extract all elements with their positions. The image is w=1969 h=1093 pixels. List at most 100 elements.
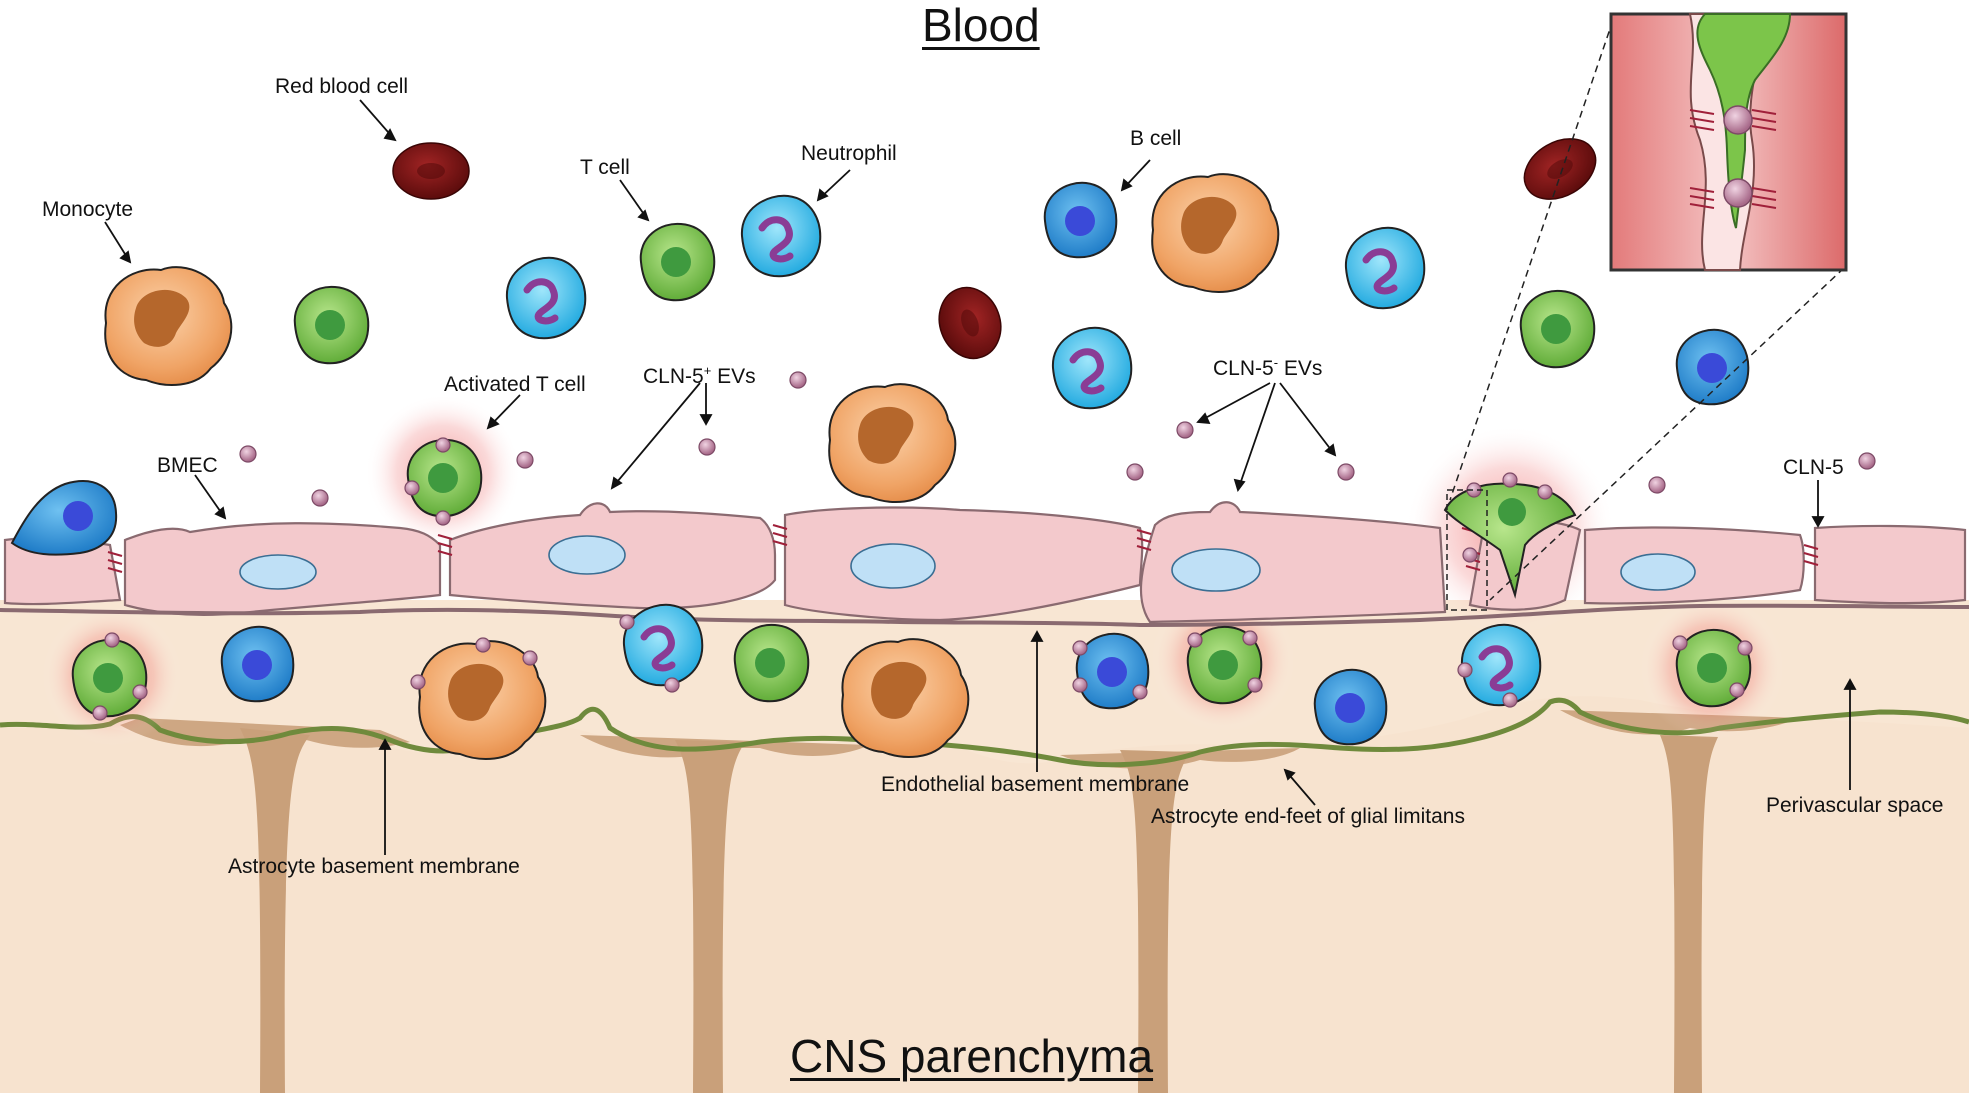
neutrophil-cell (505, 256, 587, 340)
neutrophil-cell (740, 194, 822, 278)
ev-particle (1247, 677, 1263, 693)
ev-particle (404, 480, 420, 496)
inset-ev (1723, 105, 1753, 135)
monocyte-cell (418, 640, 547, 760)
red-blood-cell (1523, 138, 1597, 200)
label-monocyte: Monocyte (42, 198, 134, 221)
label-perivascular-space: Perivascular space (1766, 794, 1944, 817)
cln5-junction (1136, 528, 1152, 552)
b-cell-crawling (10, 480, 118, 556)
inset-leader-line (1489, 267, 1845, 601)
astrocyte-stalk (1120, 750, 1190, 1093)
ev-particle (1337, 463, 1355, 481)
bmec-cell (1583, 526, 1805, 605)
arrow-cln5-neg-evs (1197, 382, 1271, 423)
label-astrocyte-bm: Astrocyte basement membrane (228, 855, 520, 878)
inset-zoom (1446, 12, 1848, 611)
b-cell (1075, 632, 1150, 710)
cln5-junction (437, 533, 453, 557)
astrocyte-stalk (1660, 735, 1718, 1093)
bmec-cell (783, 506, 1144, 622)
monocyte-cell (104, 266, 233, 386)
activated-t-cell (406, 438, 483, 518)
label-cln5-neg-evs: CLN-5- EVs (1213, 356, 1322, 379)
bmec-nuclei (239, 535, 1696, 592)
ev-particle (311, 489, 329, 507)
cln5-pos-evs-prefix: CLN-5 (643, 365, 704, 388)
t-cell (1519, 289, 1596, 369)
b-cell (1043, 181, 1118, 259)
bmec-nucleus (1171, 548, 1261, 592)
label-cln5-pos-evs: CLN-5+ EVs (643, 364, 756, 387)
ev-particle (104, 632, 120, 648)
label-neutrophil: Neutrophil (801, 142, 897, 165)
ev-particle (410, 674, 426, 690)
inset-ev (1723, 178, 1753, 208)
ev-particle (132, 684, 148, 700)
monocyte-cell (1151, 173, 1280, 293)
inset-focus-box (1446, 489, 1488, 611)
blood-title: Blood (922, 0, 1040, 51)
label-b-cell: B cell (1130, 127, 1182, 150)
ev-particle (1648, 476, 1666, 494)
blood-cells (10, 138, 1750, 599)
label-cln5: CLN-5 (1783, 456, 1844, 479)
ev-particle (1858, 452, 1876, 470)
neutrophil-cell (1460, 623, 1542, 707)
b-cell (1313, 668, 1388, 746)
label-red-blood-cell: Red blood cell (275, 75, 409, 98)
cln5-neg-evs-sup: - (1273, 355, 1279, 370)
astrocyte-stalk (240, 728, 310, 1093)
cln5-neg-evs-prefix: CLN-5 (1213, 357, 1274, 380)
ev-particle (239, 445, 257, 463)
bmec-nucleus (548, 535, 626, 575)
label-activated-t-cell: Activated T cell (444, 373, 586, 396)
label-t-cell: T cell (580, 156, 630, 179)
ev-particle (516, 451, 534, 469)
ev-particle (698, 438, 716, 456)
ev-particle (1072, 677, 1088, 693)
arrow-cln5-neg-evs (1237, 382, 1276, 491)
bmec-nucleus (850, 543, 936, 589)
cns-parenchyma-title: CNS parenchyma (790, 1030, 1154, 1082)
neutrophil-cell (622, 603, 704, 687)
cln5-pos-evs-suffix: EVs (711, 365, 756, 388)
label-endothelial-bm: Endothelial basement membrane (881, 773, 1190, 796)
bmec-cell (1139, 501, 1447, 624)
ev-particle (1502, 692, 1518, 708)
ev-particle (1672, 635, 1688, 651)
ev-particle (1176, 421, 1194, 439)
endothelium (3, 501, 1967, 624)
red-blood-cell (938, 286, 1002, 360)
neutrophil-cell (1344, 226, 1426, 310)
t-cell (71, 638, 148, 718)
ev-particle (1737, 640, 1753, 656)
arrow-cln5-neg-evs (1279, 382, 1336, 456)
endothelial-basement-membrane-line (0, 603, 1969, 628)
t-cell (293, 285, 370, 365)
label-astrocyte-endfeet: Astrocyte end-feet of glial limitans (1151, 805, 1465, 828)
ev-particle (1242, 630, 1258, 646)
ev-particle (664, 677, 680, 693)
ev-particle (522, 650, 538, 666)
ev-particle (435, 510, 451, 526)
cln5-junction (772, 523, 788, 547)
cln5-neg-evs-suffix: EVs (1278, 357, 1323, 380)
perivascular-cells (71, 603, 1752, 760)
arrow-cln5-pos-evs (611, 382, 701, 489)
ev-particle (1126, 463, 1144, 481)
bmec-cell (1813, 524, 1967, 605)
cln5-junction (1803, 543, 1819, 567)
ev-particle (92, 705, 108, 721)
b-cell (220, 625, 295, 703)
inset-junctions (1689, 109, 1777, 209)
ev-particle (789, 371, 807, 389)
ev-particle (475, 637, 491, 653)
ev-particle (1132, 684, 1148, 700)
t-cell (639, 222, 716, 302)
tight-junctions (107, 518, 1819, 574)
bmec-nucleus (239, 554, 317, 590)
ev-particle (435, 437, 451, 453)
monocyte-cell (828, 383, 957, 503)
